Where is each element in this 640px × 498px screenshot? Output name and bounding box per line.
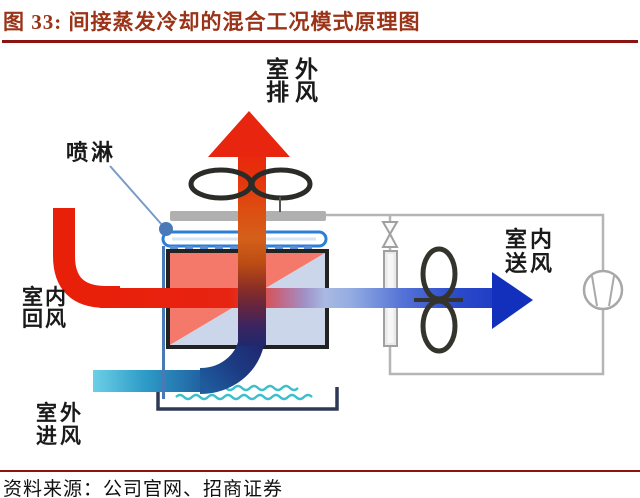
label-outdoor-intake: 室外 进风 bbox=[36, 402, 84, 448]
source-text: 资料来源：公司官网、招商证券 bbox=[3, 479, 284, 498]
label-spray: 喷淋 bbox=[66, 140, 117, 165]
label-indoor-return: 室内 回风 bbox=[22, 286, 68, 331]
exhaust-fan-icon bbox=[188, 167, 313, 212]
title-underline bbox=[2, 40, 638, 43]
compressor-icon bbox=[582, 269, 624, 311]
label-outdoor-exhaust: 室外 排风 bbox=[266, 56, 324, 105]
expansion-valve-icon bbox=[381, 221, 399, 248]
supply-fan-icon bbox=[414, 246, 463, 354]
crossflow-band bbox=[100, 288, 492, 308]
label-indoor-supply: 室内 送风 bbox=[505, 227, 556, 276]
spray-leader-line bbox=[109, 165, 164, 227]
water-basin bbox=[156, 387, 339, 411]
footer-rule bbox=[0, 470, 640, 472]
exhaust-arrowhead bbox=[208, 111, 290, 157]
figure-title: 图 33: 间接蒸发冷却的混合工况模式原理图 bbox=[3, 10, 421, 34]
spray-point-dot bbox=[159, 222, 173, 236]
return-air-pipe bbox=[53, 208, 120, 308]
supply-arrowhead bbox=[492, 272, 533, 329]
intake-air-arrow bbox=[93, 370, 207, 392]
